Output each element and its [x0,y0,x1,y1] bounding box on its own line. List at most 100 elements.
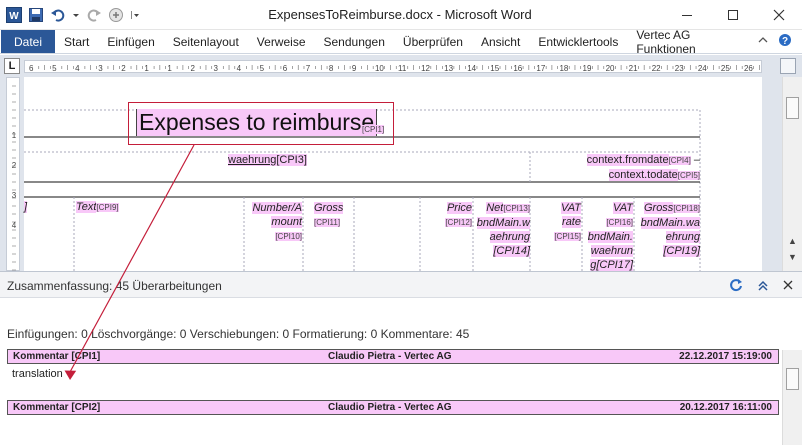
ruler-number: 18 [559,64,568,73]
revisions-header: Zusammenfassung: 45 Überarbeitungen [0,272,802,298]
scroll-down-icon[interactable]: ▼ [788,252,797,262]
tab-start[interactable]: Start [64,34,90,49]
close-pane-icon[interactable] [782,277,794,296]
minimize-button[interactable] [664,0,710,30]
revisions-scroll-thumb[interactable] [786,368,799,390]
revisions-pane: Zusammenfassung: 45 Überarbeitungen Einf… [0,271,802,445]
tab-references[interactable]: Verweise [256,34,306,49]
ruler-number: 4 [237,64,242,73]
col-gross-total[interactable]: Gross[CPI18] bndMain.wa ehrung [CPI19] [640,202,700,257]
ruler-number: 17 [536,64,545,73]
svg-text:?: ? [782,36,788,47]
undo-icon[interactable] [50,7,66,23]
expand-ribbon-icon[interactable] [758,35,768,48]
help-icon[interactable]: ? [778,33,792,50]
refresh-icon[interactable] [728,277,744,296]
ruler-number: 21 [629,64,638,73]
svg-text:W: W [9,11,19,22]
word-app-icon[interactable]: W [6,7,22,23]
quick-print-icon[interactable] [108,7,124,23]
document-page[interactable]: Expenses to reimburse [CPI1] waehrung[CP… [24,77,762,271]
heading-text: Expenses to reimburse [139,109,375,135]
window-controls [664,0,802,30]
comment-card-header-cpi1[interactable]: Kommentar [CPI1] Claudio Pietra - Vertec… [7,349,779,364]
tab-vertec-functions[interactable]: Vertec AG Funktionen [636,27,696,56]
ruler-number: 5 [260,64,265,73]
vertical-ruler-number: 2 [12,161,17,170]
vertical-ruler-number: 1 [12,131,17,140]
col-net[interactable]: Net[CPI13] bndMain.w aehrung [CPI14] [476,202,530,257]
tab-insert[interactable]: Einfügen [107,34,155,49]
revisions-stats: Einfügungen: 0 Löschvorgänge: 0 Verschie… [7,327,470,341]
tab-page-layout[interactable]: Seitenlayout [172,34,239,49]
ruler-number: 16 [513,64,522,73]
redo-icon[interactable] [86,7,102,23]
context-fromdate-field[interactable]: context.fromdate[CPI4] – [586,154,700,166]
ruler-number: 20 [606,64,615,73]
col-vat-rate[interactable]: VAT rate [CPI15] [554,202,581,241]
ruler-number: 2 [121,64,126,73]
document-heading[interactable]: Expenses to reimburse [136,109,378,136]
ruler-number: 23 [675,64,684,73]
revisions-scrollbar[interactable] [782,350,802,445]
ruler-number: 6 [283,64,288,73]
collapse-icon[interactable] [756,277,770,296]
ruler-number: 1 [144,64,149,73]
vertical-ruler-number: 3 [12,191,17,200]
tab-mailings[interactable]: Sendungen [323,34,385,49]
revisions-header-icons [728,277,794,296]
col-bracket: ] [24,201,28,213]
heading-comment-marker[interactable]: [CPI1] [362,125,385,134]
ruler-number: 19 [583,64,592,73]
ribbon-right-controls: ? [758,30,802,53]
close-button[interactable] [756,0,802,30]
ruler-number: 24 [698,64,707,73]
ruler-number: 8 [329,64,334,73]
customize-toolbar-icon[interactable] [130,7,140,23]
col-text[interactable]: Text[CPI9] [76,201,119,213]
revisions-summary: Zusammenfassung: 45 Überarbeitungen [7,279,222,293]
window-title: ExpensesToReimburse.docx - Microsoft Wor… [268,7,532,22]
comment-card-header-cpi2[interactable]: Kommentar [CPI2] Claudio Pietra - Vertec… [7,400,779,415]
ruler-number: 11 [398,64,407,73]
tab-view[interactable]: Ansicht [480,34,521,49]
view-ruler-icon[interactable] [780,58,796,74]
ruler-number: 14 [467,64,476,73]
col-number-amount[interactable]: Number/A mount [CPI10] [252,202,302,241]
undo-dropdown-icon[interactable] [72,7,80,23]
quick-access-toolbar: W [6,6,140,24]
ruler-number: 6 [29,64,34,73]
vertical-ruler-ticks: 1 2 3 4 [12,85,17,271]
ruler-number: 3 [98,64,103,73]
tab-selector[interactable]: L [4,58,20,74]
ribbon-tabs: Datei Start Einfügen Seitenlayout Verwei… [0,27,802,56]
comment-text-cpi1[interactable]: translation [12,368,63,380]
tab-file[interactable]: Datei [1,30,56,53]
maximize-button[interactable] [710,0,756,30]
ruler-number: 15 [490,64,499,73]
document-scroll-thumb[interactable] [786,97,799,119]
annotation-box [128,102,394,145]
col-gross[interactable]: Gross [CPI11] [314,202,344,227]
ruler-number: 25 [721,64,730,73]
tab-developer[interactable]: Entwicklertools [538,34,619,49]
scroll-up-icon[interactable]: ▲ [788,236,797,246]
ruler-number: 3 [214,64,219,73]
vertical-ruler[interactable]: 1 2 3 4 [6,77,20,271]
ruler-number: 9 [352,64,357,73]
ruler-number: 12 [421,64,430,73]
col-vat[interactable]: VAT [CPI16] bndMain. waehrun g[CPI17] [587,202,633,271]
document-scrollbar[interactable]: ▲ ▼ [782,77,802,271]
waehrung-field[interactable]: waehrung[CPI3] [228,154,307,166]
context-todate-field[interactable]: context.todate[CPI5] [608,169,700,181]
tab-review[interactable]: Überprüfen [402,34,463,49]
vertical-ruler-number: 4 [12,221,17,230]
document-area: 1 2 3 4 Expenses to reimburse [0,77,802,271]
col-price[interactable]: Price [CPI12] [445,202,472,227]
ruler-number: 7 [306,64,311,73]
save-icon[interactable] [28,7,44,23]
ruler-number: 1 [167,64,172,73]
